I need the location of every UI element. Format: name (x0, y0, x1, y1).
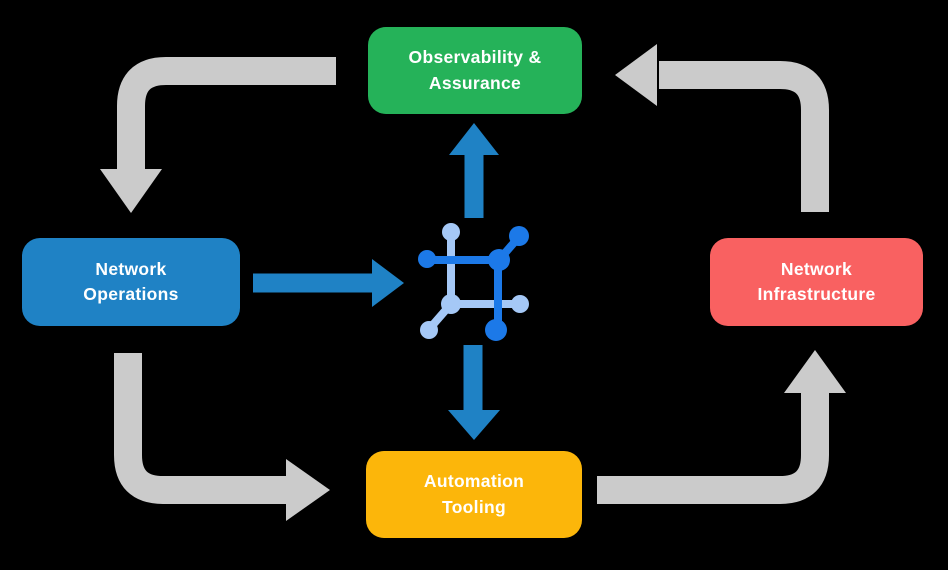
icon-node-top (442, 223, 460, 241)
flow-arrow-center-to-automation (448, 345, 500, 440)
node-automation-tooling: Automation Tooling (366, 451, 582, 538)
node-network-infrastructure: Network Infrastructure (710, 238, 923, 326)
icon-node-right (511, 295, 529, 313)
cycle-arrow-automation-to-infrastructure (597, 350, 846, 504)
icon-node-bottom (485, 319, 507, 341)
arrow-head-up-icon (449, 123, 499, 155)
icon-node-left (418, 250, 436, 268)
arrow-head-down-icon (100, 169, 162, 213)
node-observability-assurance: Observability & Assurance (368, 27, 582, 114)
arrow-shaft (117, 57, 336, 171)
arrow-head-up-icon (784, 350, 846, 393)
arrow-shaft (659, 61, 829, 212)
icon-node-top-right-outer (509, 226, 529, 246)
cycle-arrow-operations-to-automation (114, 353, 330, 521)
icon-node-bottom-left-outer (420, 321, 438, 339)
cycle-arrow-observability-to-operations (100, 57, 336, 213)
arrow-shaft (114, 353, 288, 504)
arrow-head-right-icon (286, 459, 330, 521)
node-network-operations: Network Operations (22, 238, 240, 326)
arrow-head-down-icon (448, 410, 500, 440)
arrow-head-right-icon (372, 259, 404, 307)
network-fabric-icon (418, 223, 529, 341)
icon-node-top-right-corner (488, 249, 510, 271)
flow-arrow-operations-to-center (253, 259, 404, 307)
cycle-arrow-infrastructure-to-observability (615, 44, 829, 212)
icon-node-bottom-left-corner (441, 294, 461, 314)
flow-arrow-center-to-observability (449, 123, 499, 218)
arrow-shaft (597, 391, 829, 504)
arrow-head-left-icon (615, 44, 657, 106)
